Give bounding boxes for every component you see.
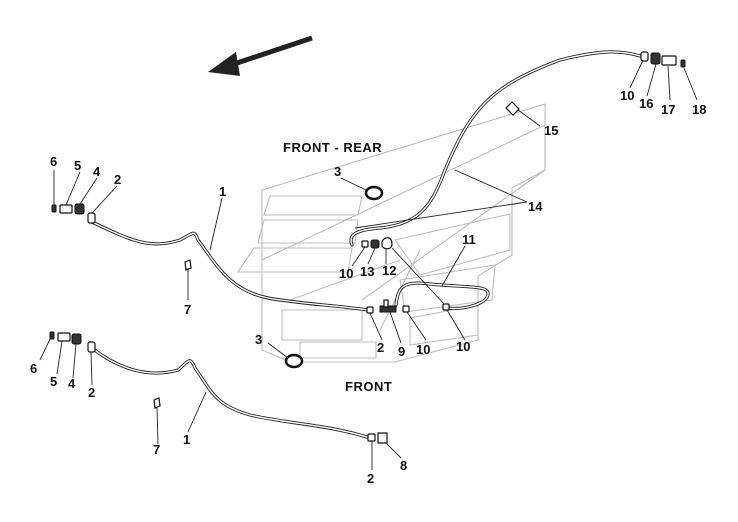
callout-10-tee-a: 10 [416,342,430,357]
callout-10-center: 10 [339,266,353,281]
callout-11: 11 [462,232,476,247]
callout-2-bottom-end: 2 [367,471,374,486]
grommet-upper [364,185,384,201]
callout-12: 12 [382,263,396,278]
callout-2-tee: 2 [377,340,384,355]
callout-1-bottom: 1 [183,432,190,447]
callout-3-upper: 3 [334,164,341,179]
fittings-right [640,51,686,68]
callout-6-bottom: 6 [30,361,37,376]
callout-1-top: 1 [219,184,226,199]
tank-outline [236,103,546,363]
callout-13: 13 [360,264,374,279]
callout-10-right: 10 [620,88,634,103]
fittings-tee [366,299,450,314]
fittings-top-left [51,203,96,224]
leader-lines [39,59,698,470]
callout-5-bottom: 5 [50,374,57,389]
label-front-rear: FRONT - REAR [283,140,382,155]
callout-9: 9 [398,344,405,359]
callout-4-top: 4 [93,164,101,179]
callout-17: 17 [661,102,675,117]
callout-14: 14 [528,199,543,214]
callout-7-bottom: 7 [153,442,160,457]
callout-5-top: 5 [74,158,81,173]
hose-bottom [90,346,372,440]
hose-loop [391,247,490,311]
fittings-center [361,237,393,250]
callout-2-bottom-left: 2 [88,385,95,400]
callout-10-tee-b: 10 [456,339,470,354]
label-front: FRONT [345,379,392,394]
callout-16: 16 [639,96,653,111]
clip-bottom [153,397,161,409]
fittings-bottom-left [49,331,96,353]
callout-4-bottom: 4 [68,376,76,391]
clip-15 [505,101,520,116]
callout-7-top: 7 [184,302,191,317]
grommet-lower [284,353,304,369]
clip-top [184,259,192,271]
callout-3-lower: 3 [255,332,262,347]
hose-rear [349,50,642,247]
hose-top [90,220,370,312]
callout-18: 18 [692,102,706,117]
callout-15: 15 [544,123,558,138]
callout-6-top: 6 [50,154,57,169]
arrow-left-icon [208,35,313,76]
fittings-bottom-end [367,432,388,444]
callout-8: 8 [400,458,407,473]
callout-2-top: 2 [114,172,121,187]
